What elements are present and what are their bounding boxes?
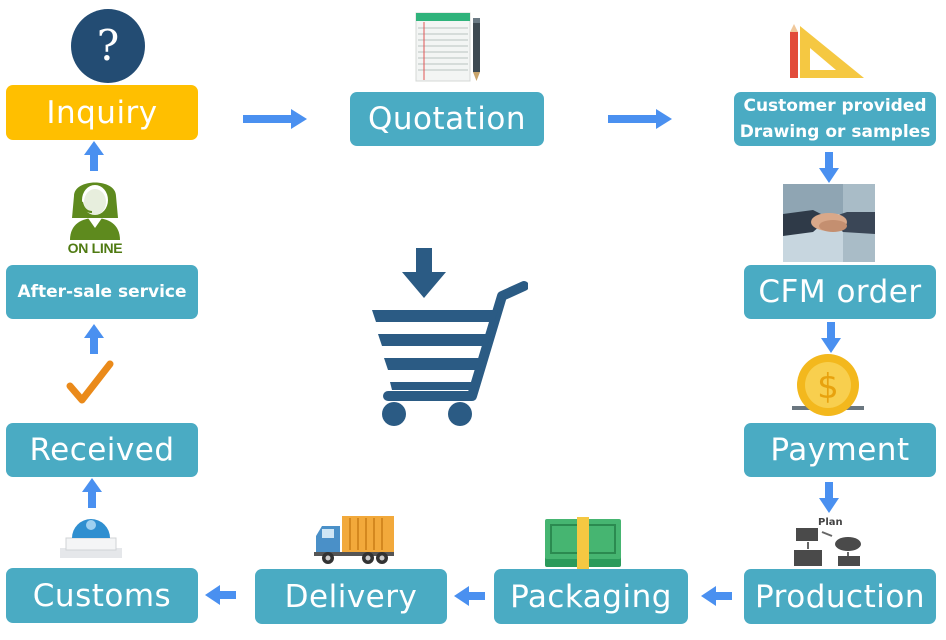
arrow-right-1: [243, 109, 307, 129]
customer-provided-line2: Drawing or samples: [739, 122, 931, 142]
shopping-cart-icon: [368, 246, 529, 432]
arrow-left-3: [205, 585, 236, 605]
production-label: Production: [755, 578, 925, 615]
coin-icon: $: [790, 354, 866, 420]
production-step: Production: [744, 569, 936, 624]
svg-text:Plan: Plan: [818, 517, 843, 528]
cfm-order-step: CFM order: [744, 265, 936, 319]
customs-step: Customs: [6, 568, 198, 623]
arrow-up-2: [84, 324, 104, 354]
truck-icon: [312, 514, 396, 566]
arrow-left-2: [454, 586, 485, 606]
after-sale-label: After-sale service: [17, 282, 187, 302]
svg-text:?: ?: [97, 21, 120, 70]
handshake-image: [783, 184, 875, 262]
question-icon: ?: [70, 8, 146, 84]
arrow-left-1: [701, 586, 732, 606]
delivery-step: Delivery: [255, 569, 447, 624]
delivery-label: Delivery: [284, 578, 418, 615]
arrow-down-3: [819, 482, 839, 513]
arrow-up-3: [84, 141, 104, 171]
online-label: ON LINE: [67, 240, 123, 256]
packaging-label: Packaging: [510, 578, 672, 615]
online-operator-icon: ON LINE: [62, 172, 128, 260]
money-icon: [545, 515, 621, 569]
received-step: Received: [6, 423, 198, 477]
notepad-icon: [412, 8, 488, 84]
arrow-up-1: [82, 478, 102, 508]
arrow-right-2: [608, 109, 672, 129]
inquiry-step: Inquiry: [6, 85, 198, 140]
quotation-label: Quotation: [367, 101, 527, 137]
ruler-icon: [786, 22, 866, 82]
payment-label: Payment: [770, 432, 910, 468]
plan-flowchart-icon: Plan: [792, 514, 864, 570]
payment-step: Payment: [744, 423, 936, 477]
arrow-down-1: [819, 152, 839, 183]
packaging-step: Packaging: [494, 569, 688, 624]
cfm-order-label: CFM order: [758, 274, 922, 310]
received-label: Received: [29, 432, 175, 468]
customer-provided-line1: Customer provided: [743, 96, 927, 116]
customer-provided-step: Customer provided Drawing or samples: [734, 92, 936, 146]
arrow-down-2: [821, 322, 841, 353]
check-icon: [64, 358, 116, 410]
quotation-step: Quotation: [350, 92, 544, 146]
after-sale-step: After-sale service: [6, 265, 198, 319]
svg-text:$: $: [817, 367, 839, 407]
customs-icon: [58, 508, 124, 560]
customs-label: Customs: [32, 577, 172, 614]
inquiry-label: Inquiry: [46, 94, 158, 131]
